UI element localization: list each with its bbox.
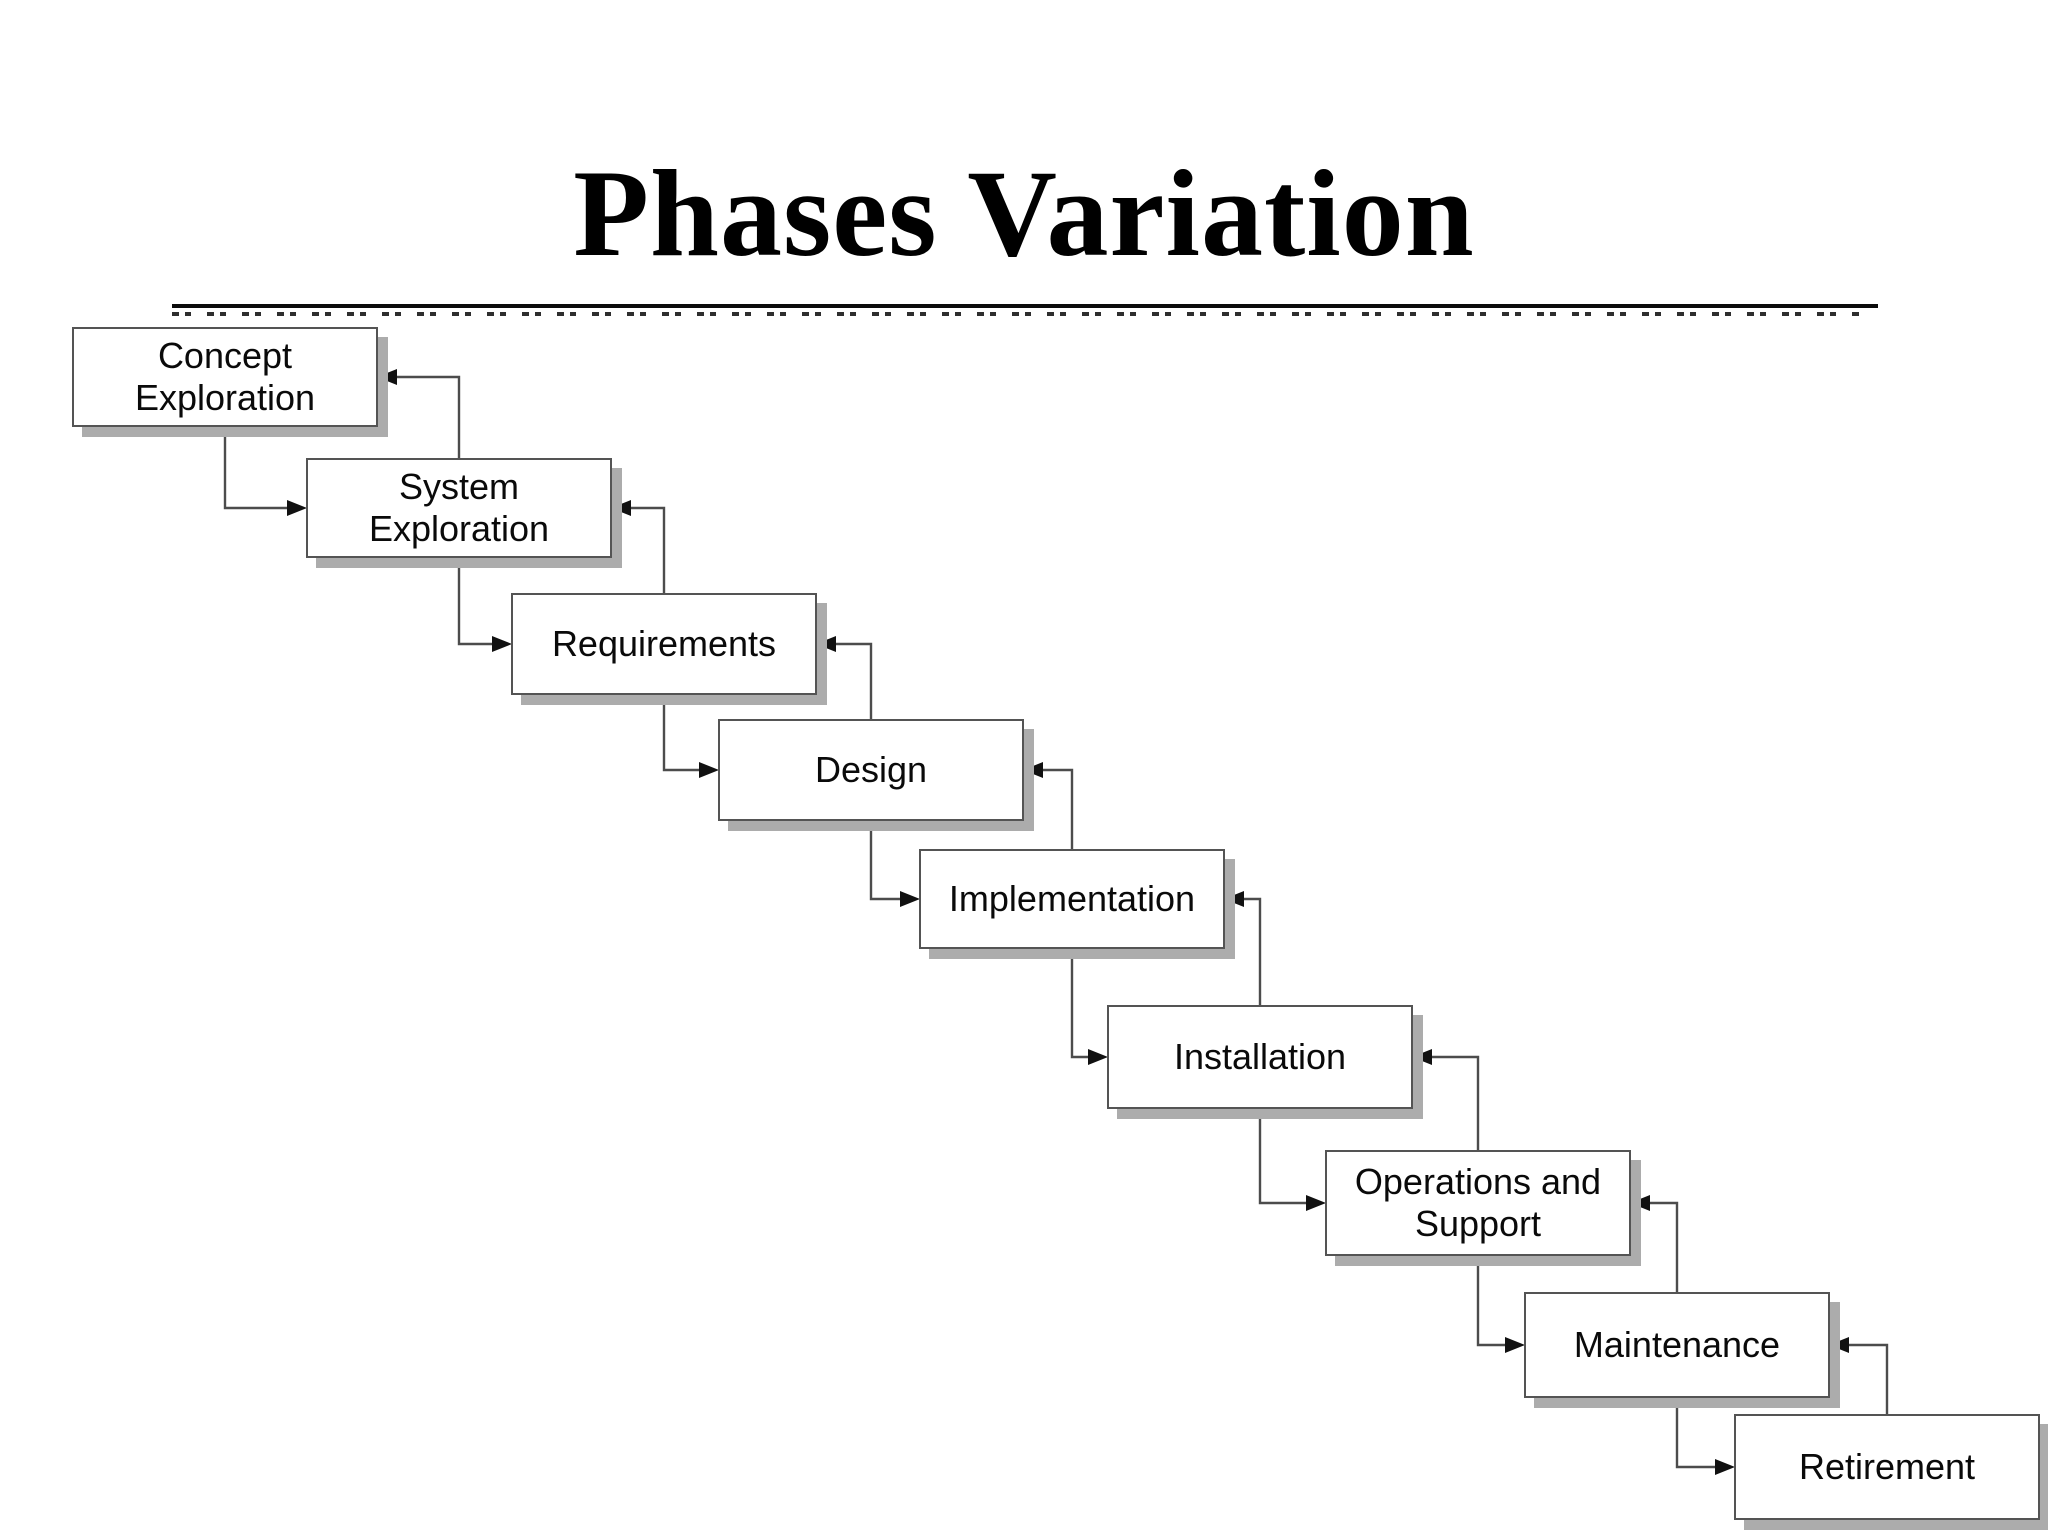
connector-line — [1243, 897, 1262, 1005]
connector-line — [662, 695, 700, 772]
page-title: Phases Variation — [573, 145, 1475, 282]
connector-line — [1042, 768, 1074, 849]
arrowhead-left-icon — [1829, 1337, 1849, 1353]
connector-line — [1476, 1256, 1506, 1347]
arrowhead-right-icon — [1306, 1195, 1326, 1211]
arrowhead-left-icon — [611, 500, 631, 516]
phase-box-maintenance: Maintenance — [1524, 1292, 1830, 1398]
arrowhead-right-icon — [900, 891, 920, 907]
connector-line — [1431, 1055, 1480, 1150]
connector-line — [457, 558, 493, 646]
arrowhead-right-icon — [1088, 1049, 1108, 1065]
phase-box-installation: Installation — [1107, 1005, 1413, 1109]
arrowhead-left-icon — [816, 636, 836, 652]
arrowhead-right-icon — [287, 500, 307, 516]
connector-line — [630, 506, 666, 593]
phase-box-retirement: Retirement — [1734, 1414, 2040, 1520]
title-underline-dashed — [172, 312, 1860, 316]
arrowhead-left-icon — [377, 369, 397, 385]
arrowhead-left-icon — [1023, 762, 1043, 778]
connector-line — [835, 642, 873, 719]
connector-line — [1675, 1398, 1716, 1469]
phase-box-operations-support: Operations and Support — [1325, 1150, 1631, 1256]
arrowhead-right-icon — [492, 636, 512, 652]
connector-line — [1649, 1201, 1679, 1292]
connector-line — [396, 375, 461, 458]
phase-box-design: Design — [718, 719, 1024, 821]
arrowhead-left-icon — [1412, 1049, 1432, 1065]
phase-box-requirements: Requirements — [511, 593, 817, 695]
phase-box-system-exploration: System Exploration — [306, 458, 612, 558]
phase-box-concept-exploration: Concept Exploration — [72, 327, 378, 427]
connector-line — [869, 821, 901, 901]
arrowhead-right-icon — [1715, 1459, 1735, 1475]
arrowhead-left-icon — [1630, 1195, 1650, 1211]
arrowhead-right-icon — [699, 762, 719, 778]
title-underline-solid — [172, 304, 1878, 308]
arrowhead-left-icon — [1224, 891, 1244, 907]
connector-line — [1848, 1343, 1889, 1414]
connector-line — [223, 427, 288, 510]
connector-line — [1070, 949, 1089, 1059]
arrowhead-right-icon — [1505, 1337, 1525, 1353]
phase-box-implementation: Implementation — [919, 849, 1225, 949]
connector-line — [1258, 1109, 1307, 1205]
